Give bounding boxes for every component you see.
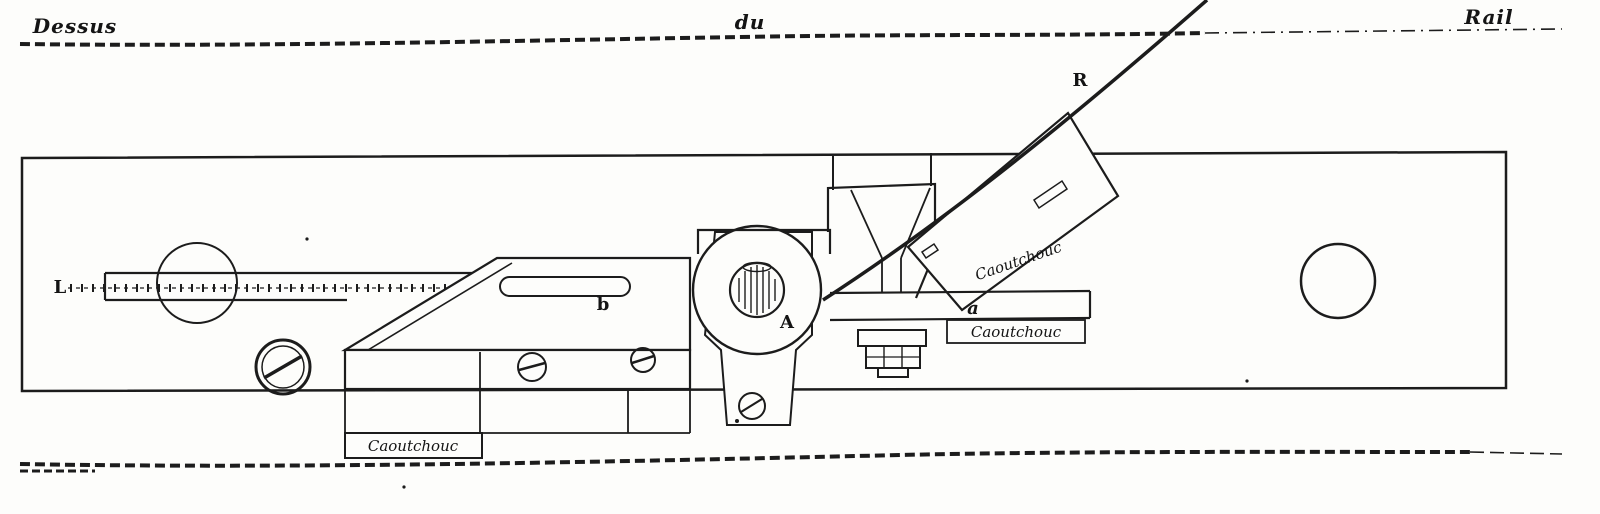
bracket-funnel-right [900, 187, 931, 259]
title-rail: Rail [1463, 5, 1513, 29]
support-bracket [826, 153, 937, 299]
top-boundary-line [19, 28, 1563, 47]
label-a: a [967, 298, 979, 319]
screw-circle [517, 352, 547, 382]
label-L: L [54, 277, 67, 298]
rail-plate-outline [20, 150, 1508, 393]
screw-slot [263, 354, 303, 380]
bar-rubber-strip: Caoutchouc [946, 319, 1086, 344]
pivot-assembly [691, 224, 832, 426]
tilted-rubber-block: Caoutchouc [906, 111, 1120, 312]
label-R: R [1073, 70, 1089, 91]
right-hole-circle [1299, 242, 1377, 320]
bottom-boundary-line [19, 449, 1563, 473]
rubber-block-notch [920, 242, 940, 260]
screw-slot [740, 398, 763, 413]
bottom-dashed-line-thick [19, 449, 1471, 468]
pivot-cap [696, 228, 832, 254]
rubber-bar-label: Caoutchouc [971, 323, 1062, 341]
bar-bottom-edge [829, 316, 1091, 322]
screw-circle [738, 392, 766, 420]
screw-slot [518, 361, 546, 372]
block-screw-2 [630, 347, 656, 373]
title-dessus: Dessus [32, 14, 117, 38]
screw-slot [631, 354, 655, 365]
thread-hatching [738, 265, 776, 315]
rubber-bottom-label: Caoutchouc [368, 437, 459, 455]
rubber-block-slot [1032, 179, 1069, 210]
bottom-rubber-pad: Caoutchouc [344, 432, 483, 459]
mechanism-block [341, 256, 692, 434]
screw-circle [630, 347, 656, 373]
hole-top-ellipse [742, 261, 772, 273]
bar-top-edge [829, 289, 1091, 295]
bolt-shaft [877, 367, 909, 378]
bolt-and-nut [857, 329, 927, 378]
title-du: du [735, 10, 766, 34]
label-A: A [779, 312, 795, 333]
horizontal-bar [829, 289, 1092, 322]
ink-speck-1 [305, 237, 309, 241]
left-screw-head [254, 338, 312, 396]
rubber-block-outline [906, 111, 1120, 312]
ink-speck-2 [1245, 379, 1249, 383]
label-b: b [597, 294, 610, 315]
top-dashed-line-thin [1204, 28, 1563, 34]
lever-rod [822, 0, 1209, 302]
top-dashed-line-thick [19, 31, 1206, 47]
center-punch-dot [735, 419, 739, 423]
block-screw-1 [517, 352, 547, 382]
bottom-dashed-line-thin [1469, 451, 1563, 455]
screw-inner-circle [261, 345, 305, 389]
bolt-flange [857, 329, 927, 347]
left-hole-circle [156, 242, 238, 324]
tie-rod [68, 271, 632, 302]
rubber-box [344, 432, 483, 459]
bracket-funnel-left [850, 189, 883, 259]
block-chamfer-line [367, 262, 513, 351]
screw-outer-circle [254, 338, 312, 396]
rubber-box [946, 319, 1086, 344]
ink-speck-3 [402, 485, 406, 489]
block-top-face [341, 256, 692, 352]
rod-slot [499, 276, 631, 297]
pivot-foot-screw [735, 392, 766, 423]
